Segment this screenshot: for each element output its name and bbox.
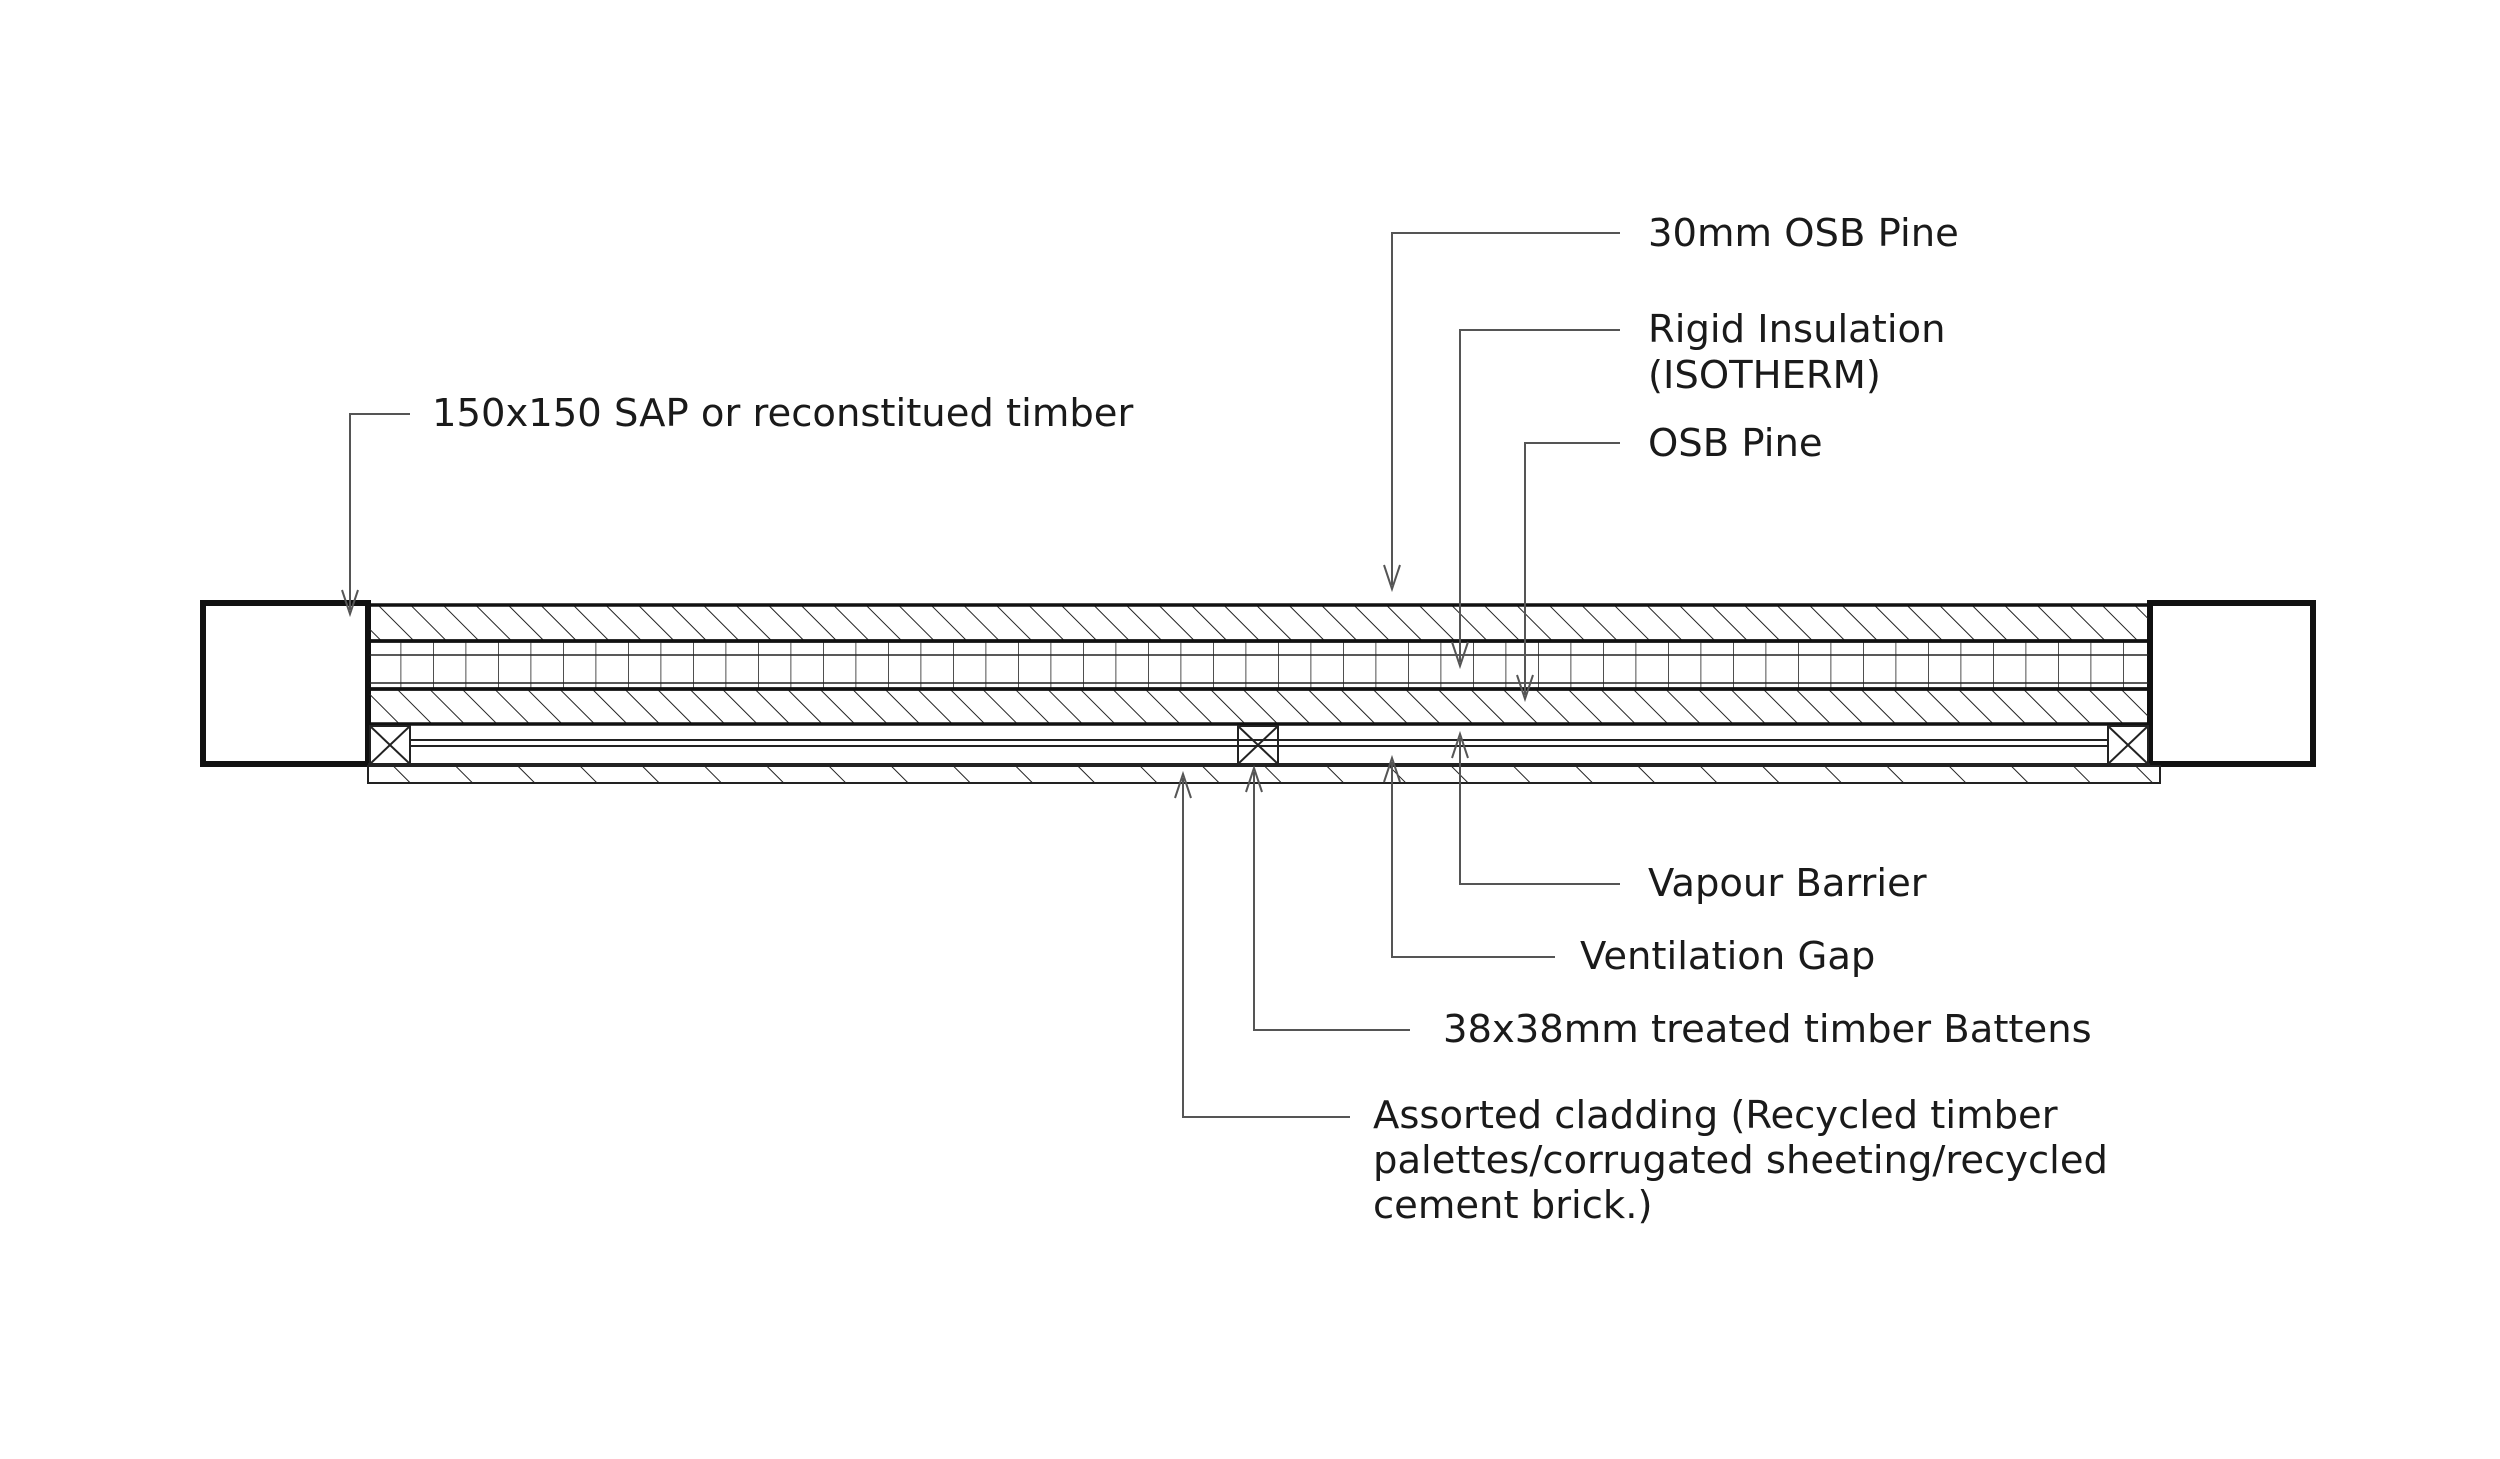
leader-post: [341, 413, 410, 618]
batten-right: [2107, 725, 2149, 765]
leader-battens: [1245, 764, 1410, 1031]
label-battens: 38x38mm treated timber Battens: [1443, 1007, 2092, 1052]
label-post: 150x150 SAP or reconstitued timber: [432, 391, 1133, 436]
label-vapour-barrier: Vapour Barrier: [1648, 861, 1927, 906]
leader-osb-pine: [1516, 442, 1620, 703]
left-post: [200, 600, 371, 767]
osb-pine-outline: [366, 687, 2152, 726]
osb-30mm-layer: [368, 605, 2150, 641]
batten-left: [369, 725, 411, 765]
cladding-layer: [368, 766, 2160, 783]
rigid-insulation-layer: [368, 641, 2150, 689]
label-rigid-insulation: Rigid Insulation: [1648, 307, 1946, 352]
leader-ventilation-gap: [1383, 754, 1555, 958]
batten-middle: [1237, 725, 1279, 765]
right-post: [2147, 600, 2316, 767]
leader-osb-30: [1383, 232, 1620, 593]
label-osb-30mm: 30mm OSB Pine: [1648, 211, 1959, 256]
osb-pine-layer: [368, 689, 2150, 724]
label-ventilation-gap: Ventilation Gap: [1580, 934, 1875, 979]
leader-vapour-barrier: [1451, 730, 1620, 885]
cladding-outline: [367, 765, 2161, 784]
label-cladding-line-2: palettes/corrugated sheeting/recycled: [1373, 1138, 2108, 1183]
leader-rigid-insulation: [1451, 329, 1620, 670]
label-cladding-line-3: cement brick.): [1373, 1183, 1652, 1228]
label-osb-pine: OSB Pine: [1648, 421, 1823, 466]
label-cladding-line-1: Assorted cladding (Recycled timber: [1373, 1093, 2058, 1138]
leader-cladding: [1174, 770, 1350, 1118]
label-rigid-insulation-brand: (ISOTHERM): [1648, 353, 1881, 398]
